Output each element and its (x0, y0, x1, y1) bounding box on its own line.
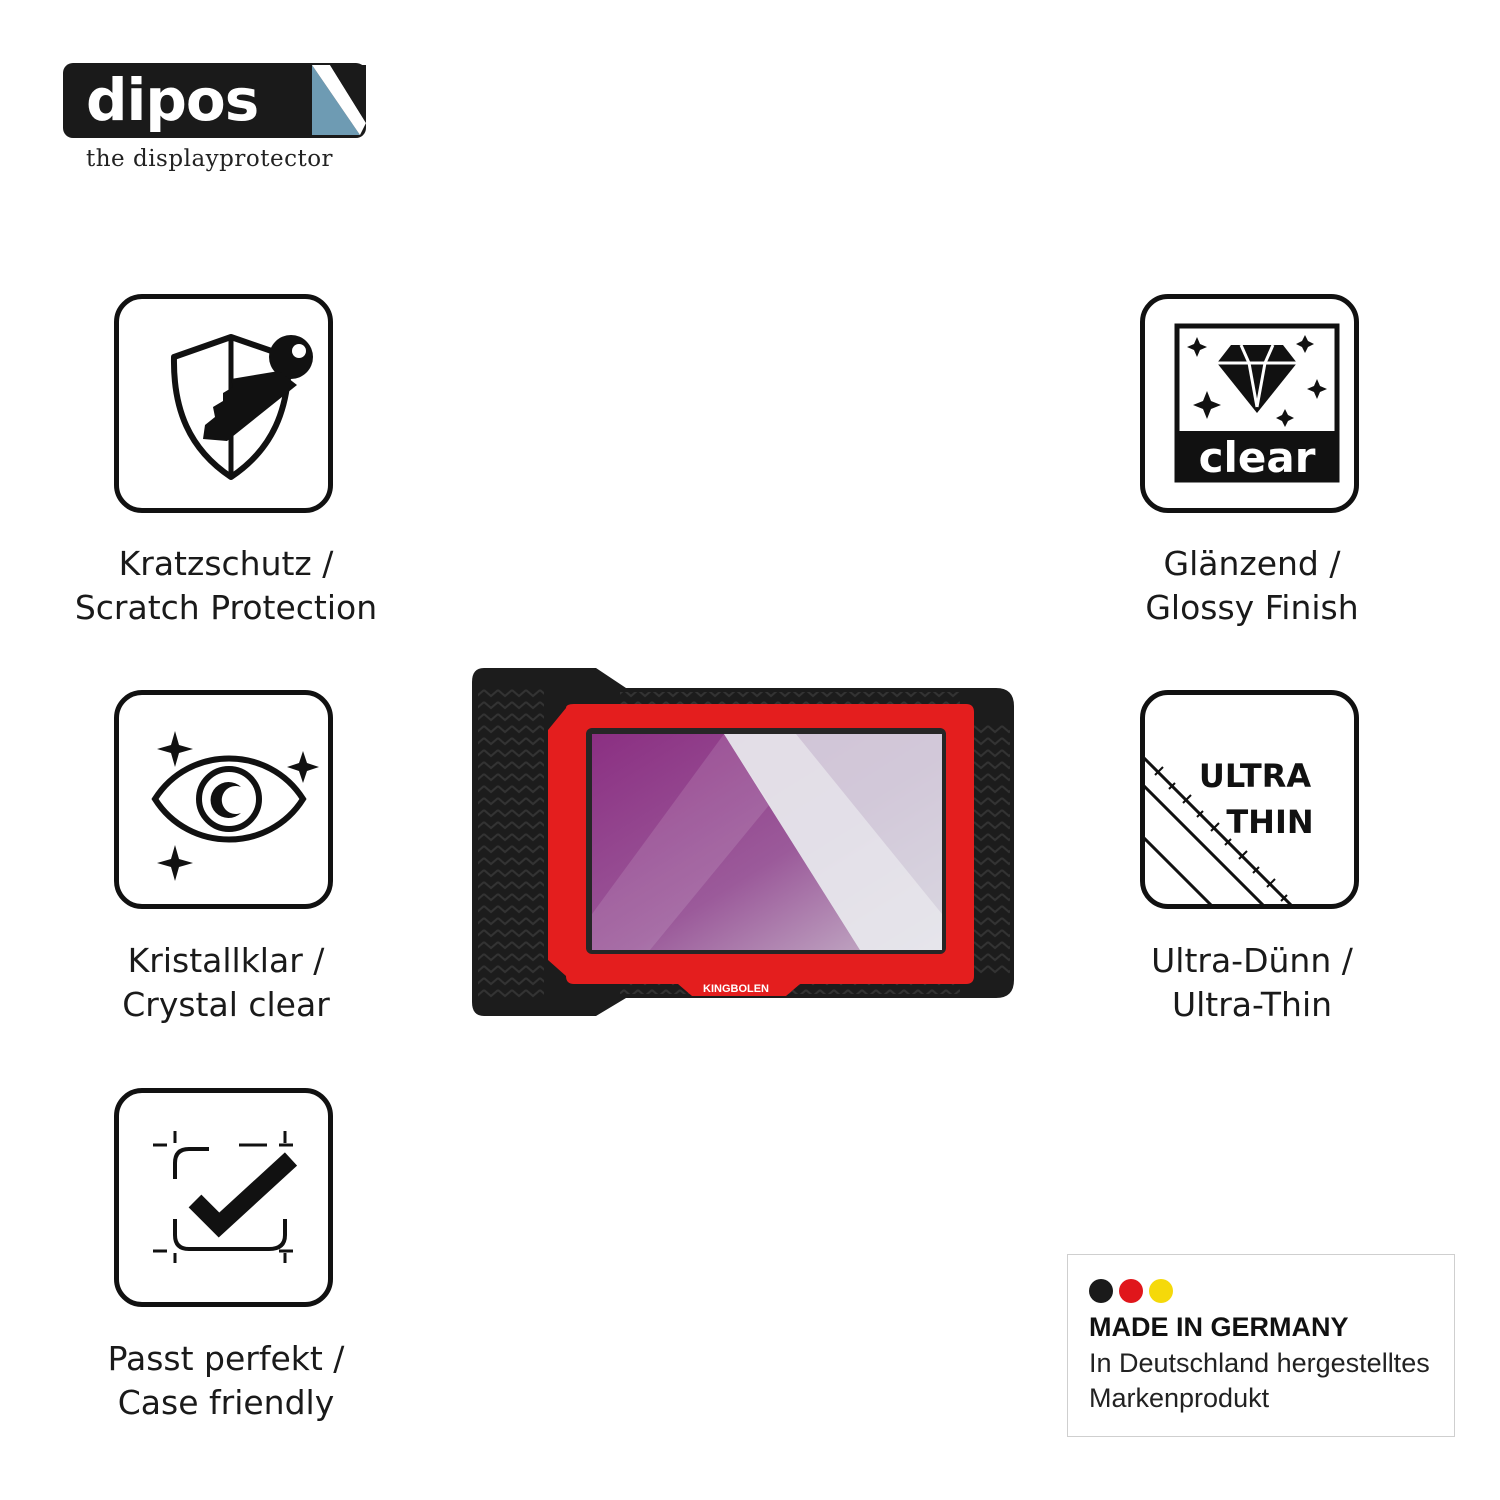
badge-clear-text: clear (1199, 433, 1316, 482)
made-in-germany-title: MADE IN GERMANY (1089, 1312, 1349, 1342)
glossy-finish-tile: clear (1140, 294, 1359, 513)
label-line-en: Crystal clear (122, 985, 330, 1024)
label-line-en: Case friendly (117, 1383, 335, 1422)
badge-thin-text: THIN (1226, 803, 1313, 841)
check-frame-icon (153, 1131, 298, 1263)
case-friendly-label: Passt perfekt / Case friendly (16, 1337, 436, 1425)
label-line-de: Kristallklar / (127, 941, 325, 980)
label-line-de: Passt perfekt / (107, 1339, 345, 1378)
brand-name: dipos (86, 66, 259, 134)
label-line-en: Ultra-Thin (1171, 985, 1333, 1024)
device-brand-label: KINGBOLEN (703, 983, 769, 995)
diagnostic-tablet-image: KINGBOLEN (472, 668, 1014, 1016)
flag-dot-red (1119, 1279, 1143, 1303)
label-line-en: Scratch Protection (74, 588, 378, 627)
made-in-germany-line2: Markenprodukt (1089, 1383, 1270, 1413)
label-line-en: Glossy Finish (1145, 588, 1359, 627)
label-line-de: Ultra-Dünn / (1151, 941, 1353, 980)
eye-sparkle-icon (151, 731, 319, 881)
label-line-de: Kratzschutz / (118, 544, 334, 583)
flag-dot-gold (1149, 1279, 1173, 1303)
crystal-clear-tile (114, 690, 333, 909)
case-friendly-tile (114, 1088, 333, 1307)
shield-key-icon (170, 334, 313, 480)
scratch-protection-label: Kratzschutz / Scratch Protection (16, 542, 436, 630)
label-line-de: Glänzend / (1163, 544, 1341, 583)
diamond-clear-icon: clear (1174, 323, 1340, 483)
peel-corner-icon (312, 65, 366, 135)
glossy-finish-label: Glänzend / Glossy Finish (1042, 542, 1462, 630)
ultra-thin-tile: ULTRA THIN (1140, 690, 1359, 909)
crystal-clear-label: Kristallklar / Crystal clear (16, 939, 436, 1027)
badge-ultra-text: ULTRA (1199, 757, 1312, 795)
ultra-thin-label: Ultra-Dünn / Ultra-Thin (1042, 939, 1462, 1027)
ultra-thin-ruler-icon: ULTRA THIN (1145, 751, 1317, 904)
flag-dot-black (1089, 1279, 1113, 1303)
scratch-protection-tile (114, 294, 333, 513)
made-in-germany-line1: In Deutschland hergestelltes (1089, 1348, 1430, 1378)
brand-tagline: the displayprotector (86, 146, 334, 172)
